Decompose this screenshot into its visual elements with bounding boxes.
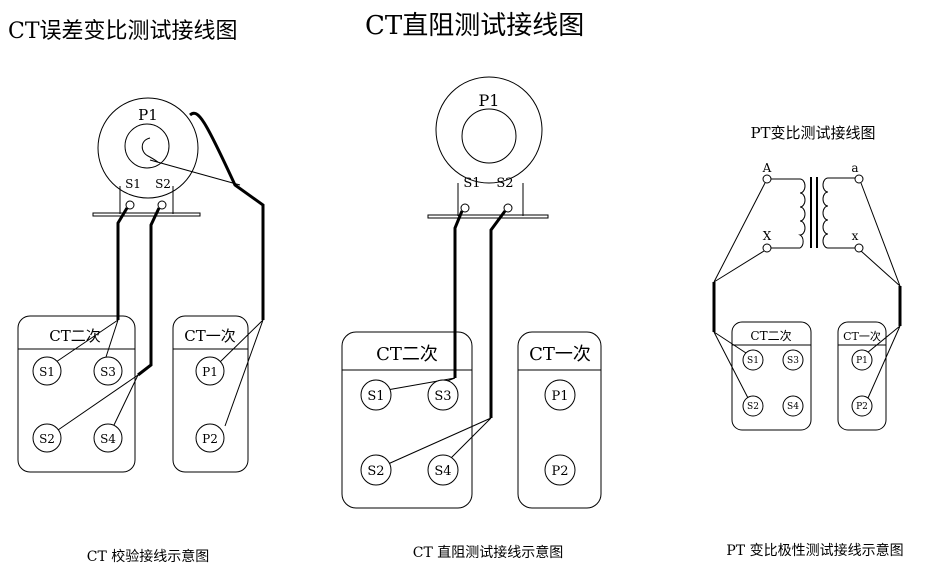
caption-ct-check: CT 校验接线示意图	[87, 548, 210, 565]
terminal-s4: S4	[100, 432, 116, 446]
terminal-s4: S4	[787, 402, 799, 412]
ct-primary-label: CT一次	[843, 329, 881, 343]
caption-ct-resistance: CT 直阻测试接线示意图	[413, 544, 564, 561]
ct-secondary-box	[341, 331, 473, 509]
mounting-plate	[92, 212, 201, 217]
label-p1: P1	[479, 91, 500, 110]
title-ct-resistance: CT直阻测试接线图	[365, 11, 584, 41]
terminal-p1: P1	[551, 389, 568, 404]
terminal-s3: S3	[100, 365, 116, 379]
terminal-p2: P2	[856, 402, 868, 412]
primary-winding	[771, 178, 806, 249]
ct-secondary-label: CT二次	[750, 329, 791, 343]
mounting-plate	[427, 214, 549, 219]
caption-pt-polarity: PT 变比极性测试接线示意图	[726, 542, 903, 559]
terminal-s2: S2	[39, 432, 55, 446]
ct-outer-ring	[435, 76, 543, 184]
pt-ratio-diagram: A X a x CT二次 CT一次 S1 S3 S2 S4 P1 P2	[712, 161, 902, 431]
label-p1: P1	[138, 106, 158, 124]
terminal-p1: P1	[856, 356, 868, 366]
ct-resistance-diagram: P1 S1 S2 CT二次 CT一次 S1 S3 S2 S4 P1 P2	[341, 76, 602, 509]
ct-secondary-label: CT二次	[49, 327, 100, 345]
transformer-core	[810, 177, 818, 248]
label-x-lower: x	[852, 229, 859, 243]
terminal-s2: S2	[367, 464, 384, 479]
title-pt-ratio: PT变比测试接线图	[750, 124, 875, 142]
label-s1: S1	[463, 176, 480, 191]
ct-check-diagram: P1 S1 S2 CT二次 CT一次 S1 S3 S2 S4 P1 P2	[17, 97, 265, 473]
ct-outer-ring	[97, 97, 199, 199]
primary-conductor	[141, 137, 159, 163]
terminal-s1: S1	[747, 356, 759, 366]
terminal-s1	[125, 200, 135, 210]
terminal-s3: S3	[434, 389, 451, 404]
terminal-s2	[157, 200, 167, 210]
ct-primary-box	[172, 315, 249, 473]
ct-primary-label: CT一次	[529, 344, 591, 365]
label-x-upper: X	[763, 229, 772, 243]
terminal-s4: S4	[434, 464, 451, 479]
terminal-s2: S2	[747, 402, 759, 412]
terminal-s3: S3	[787, 356, 799, 366]
label-a-lower: a	[851, 161, 858, 175]
ct-inner-ring	[461, 108, 517, 164]
ct-primary-box	[837, 321, 887, 431]
label-a-upper: A	[762, 161, 772, 175]
secondary-winding	[822, 177, 855, 249]
ct-primary-box	[517, 331, 602, 509]
terminal-p1: P1	[202, 365, 218, 379]
label-s2: S2	[155, 177, 171, 191]
label-s2: S2	[496, 176, 513, 191]
ct-primary-label: CT一次	[184, 327, 235, 345]
terminal-s1: S1	[367, 389, 384, 404]
ct-secondary-box	[17, 315, 136, 473]
label-s1: S1	[125, 177, 141, 191]
terminal-p2: P2	[202, 432, 218, 446]
terminal-s1: S1	[39, 365, 55, 379]
ct-secondary-box	[731, 321, 812, 431]
title-ct-ratio: CT误差变比测试接线图	[8, 19, 238, 44]
ct-secondary-label: CT二次	[376, 344, 438, 365]
terminal-p2: P2	[551, 464, 568, 479]
ct-inner-ring	[124, 123, 170, 169]
